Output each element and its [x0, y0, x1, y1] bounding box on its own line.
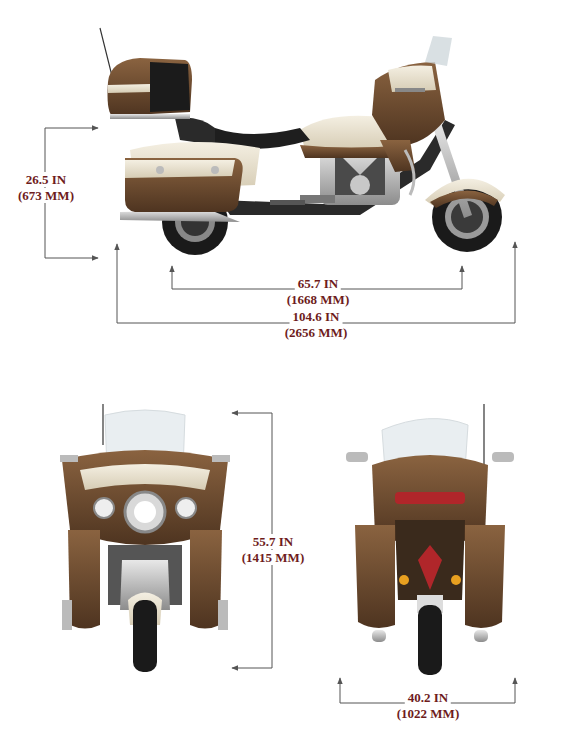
dimension-label: (2656 MM) [282, 325, 350, 340]
dimension-label: (1415 MM) [239, 550, 307, 565]
dimension-label: 65.7 IN [295, 276, 341, 291]
side-view [100, 28, 505, 255]
front-view [60, 404, 230, 672]
dimension-lines [45, 128, 515, 703]
dimension-label: (673 MM) [15, 188, 77, 203]
dimension-label: 104.6 IN [290, 309, 343, 324]
dimension-label: 26.5 IN [23, 172, 69, 187]
dimension-label: (1022 MM) [394, 706, 462, 721]
dimension-label: 40.2 IN [405, 690, 451, 705]
dimension-label: (1668 MM) [284, 292, 352, 307]
rear-view [346, 404, 514, 675]
dimension-label: 55.7 IN [250, 534, 296, 549]
